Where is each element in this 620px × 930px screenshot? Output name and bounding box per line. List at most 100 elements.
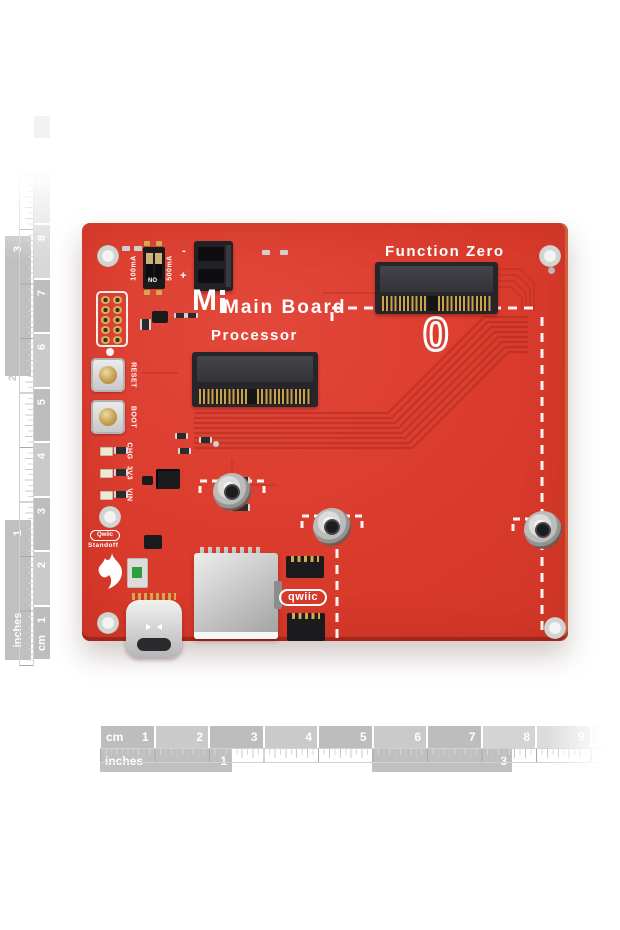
- sot23-transistor: [152, 311, 168, 323]
- socket-pins: [438, 296, 491, 311]
- ruler-cm-segment: 1 cm: [34, 606, 50, 659]
- passive-component: [140, 319, 151, 330]
- ruler-cm-segment: 7: [428, 726, 481, 748]
- passive-component: [174, 313, 186, 318]
- switch-slider: [155, 253, 162, 264]
- sparkfun-flame-icon: [98, 553, 122, 589]
- resistor: [114, 469, 128, 476]
- resistor: [114, 447, 128, 454]
- pcb-board: 0 100mA 500mA NO - +: [82, 223, 568, 658]
- zero-glyph: 0: [423, 308, 449, 360]
- socket-pins: [382, 296, 428, 311]
- swd-header: [96, 291, 128, 347]
- ruler-tick-strip: [19, 140, 34, 666]
- fiducial-dot: [548, 267, 555, 274]
- micromod-logo-icon: M: [192, 284, 225, 317]
- sd-card-edge: [194, 632, 278, 639]
- ruler-cm-segment: 4: [264, 726, 317, 748]
- ruler-cm-label: 6: [414, 730, 421, 744]
- charger-ic: [156, 469, 180, 489]
- header-pin: [101, 336, 110, 344]
- m2-standoff: [524, 511, 562, 549]
- ruler-cm-label: 4: [305, 730, 312, 744]
- function-zero-label: Function Zero: [385, 243, 505, 260]
- qwiic-connector: [286, 556, 324, 578]
- passive-component: [262, 250, 270, 255]
- ruler-cm-segment: 6: [373, 726, 426, 748]
- button-actuator: [99, 408, 117, 426]
- ruler-cm-segment: 3: [210, 726, 263, 748]
- ruler-cm-label: 7: [36, 289, 48, 296]
- ruler-cm-segment: 5: [319, 726, 372, 748]
- header-pin: [101, 326, 110, 334]
- ruler-cm-label: 1: [36, 616, 48, 623]
- ruler-cm-segment: 8: [482, 726, 535, 748]
- header-pin: [101, 306, 110, 314]
- passive-component: [122, 246, 130, 251]
- header-pin: [113, 296, 122, 304]
- processor-label: Processor: [211, 327, 298, 344]
- switch-pad: [156, 290, 162, 295]
- header-pin: [113, 336, 122, 344]
- header-pin: [113, 306, 122, 314]
- current-select-switch: [143, 247, 165, 289]
- battery-positive-label: +: [180, 270, 187, 282]
- ruler-cm-segment: 6: [34, 334, 50, 387]
- header-pin: [101, 316, 110, 324]
- ruler-cm-label: 4: [36, 452, 48, 460]
- ruler-cm-segment: 2: [155, 726, 208, 748]
- ruler-cm-unit: cm: [36, 635, 48, 651]
- led-die: [132, 567, 142, 578]
- ruler-inch-label: 2: [7, 374, 20, 382]
- header-pin: [113, 326, 122, 334]
- chg-led-label: CHG: [125, 442, 133, 460]
- ruler-cm-label: 3: [250, 730, 258, 744]
- ruler-fade-top: [0, 138, 66, 260]
- logo-letter: M: [192, 284, 217, 317]
- switch-slot: [155, 253, 162, 279]
- ruler-cm-segment: 5: [34, 388, 50, 441]
- usb-c-slot: [137, 638, 171, 651]
- socket-key-notch: [428, 296, 438, 311]
- usb-mark: [146, 624, 151, 630]
- header-pin: [113, 316, 122, 324]
- standoff-label: Standoff: [88, 542, 119, 549]
- usb-c-port: [126, 600, 182, 658]
- mounting-hole: [97, 245, 119, 267]
- ruler-cm-segment: 7: [34, 279, 50, 332]
- chg-led: [100, 447, 113, 456]
- ruler-cm-label: 3: [36, 507, 48, 514]
- processor-socket: [192, 352, 318, 407]
- switch-pad: [144, 290, 150, 295]
- power-led: [127, 558, 148, 588]
- connector-pins: [291, 556, 319, 562]
- passive-component: [175, 433, 188, 439]
- usb-pads: [132, 593, 176, 600]
- m2-standoff: [313, 508, 351, 546]
- logo-dot: [220, 290, 225, 295]
- microsd-slot: [194, 553, 282, 639]
- boot-label: BOOT: [129, 405, 137, 429]
- socket-body: [380, 266, 493, 292]
- ruler-cm-label: 5: [359, 730, 367, 744]
- boot-button: [91, 400, 125, 434]
- switch-pad: [156, 241, 162, 246]
- v3v3-led-label: 3V3: [125, 466, 133, 480]
- socket-body: [197, 356, 313, 382]
- switch-no-label: NO: [148, 278, 157, 284]
- ruler-tick-strip: [100, 748, 614, 763]
- passive-component: [213, 441, 219, 447]
- sd-pins: [200, 547, 264, 554]
- mounting-hole: [539, 245, 561, 267]
- battery-connector: [194, 241, 233, 291]
- passive-component: [186, 313, 198, 318]
- button-actuator: [99, 366, 117, 384]
- function-zero-socket: [375, 262, 498, 314]
- mounting-hole: [97, 612, 119, 634]
- ruler-cm-segment: 2: [34, 552, 50, 605]
- v3v3-led: [100, 469, 113, 478]
- sd-eject-lever: [274, 581, 282, 609]
- resistor: [114, 491, 128, 498]
